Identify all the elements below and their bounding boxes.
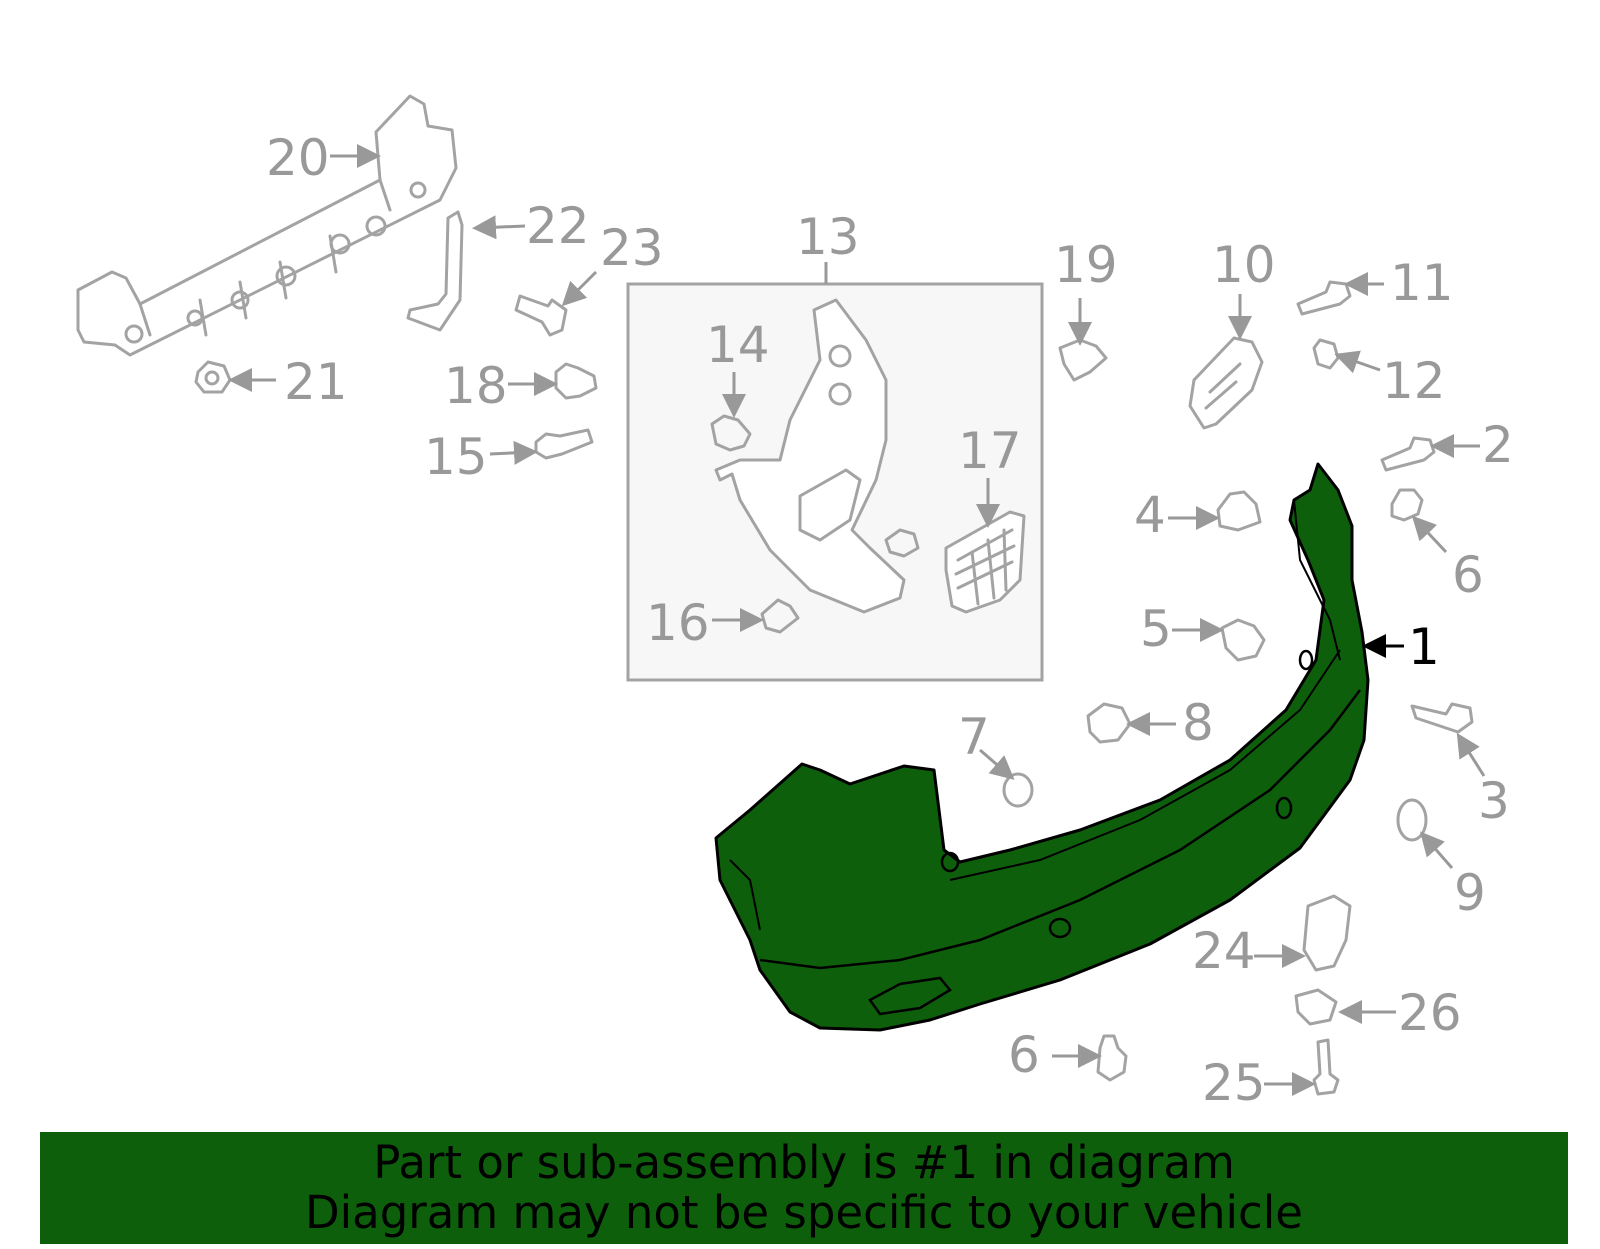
callout-18: 18 (444, 357, 508, 415)
clip-19-part (1058, 338, 1108, 382)
grommet-9-part (1396, 798, 1428, 842)
bolt-23-part (514, 294, 568, 337)
callout-17: 17 (958, 422, 1022, 480)
callout-6-upper: 6 (1452, 546, 1484, 604)
callout-7: 7 (958, 708, 990, 766)
callout-10: 10 (1212, 236, 1276, 294)
disclaimer-banner: Part or sub-assembly is #1 in diagram Di… (40, 1132, 1568, 1244)
bracket-13-part (714, 298, 906, 614)
callout-20: 20 (266, 129, 330, 187)
bracket-10-part (1188, 336, 1264, 430)
callout-19: 19 (1054, 236, 1118, 294)
callout-6-lower: 6 (1008, 1026, 1040, 1084)
bumper-cover-part-1 (714, 462, 1370, 1032)
callout-22: 22 (526, 197, 590, 255)
callout-21: 21 (284, 353, 348, 411)
callout-9: 9 (1454, 864, 1486, 922)
callout-1: 1 (1408, 618, 1440, 676)
nut-21-part (194, 360, 232, 394)
callout-4: 4 (1134, 486, 1166, 544)
clip-4-part (1216, 490, 1262, 532)
grille-17-part (944, 510, 1026, 614)
callout-15: 15 (424, 428, 488, 486)
callout-12: 12 (1382, 352, 1446, 410)
clip-8-part (1086, 702, 1132, 744)
nut-16-part (760, 598, 800, 634)
callout-14: 14 (706, 316, 770, 374)
bolt-3-part (1410, 702, 1474, 734)
bolt-15-part (534, 428, 594, 460)
callout-2: 2 (1482, 416, 1514, 474)
callout-23: 23 (600, 219, 664, 277)
callout-16: 16 (646, 594, 710, 652)
callout-24: 24 (1192, 922, 1256, 980)
callout-13: 13 (796, 208, 860, 266)
nut-26-part (1294, 988, 1338, 1026)
callout-26: 26 (1398, 984, 1462, 1042)
callout-8: 8 (1182, 694, 1214, 752)
reinforcement-beam-part (76, 94, 458, 357)
clip-18-part (554, 362, 598, 400)
bolt-2-part (1380, 436, 1436, 472)
callout-3: 3 (1478, 772, 1510, 830)
nut-inside-box-part (884, 528, 920, 558)
leader-lines (228, 144, 1486, 1096)
banner-line-1: Part or sub-assembly is #1 in diagram (373, 1136, 1235, 1189)
clip-6-upper-part (1390, 488, 1424, 522)
clip-6-lower-part (1096, 1034, 1128, 1082)
callout-labels: 20 22 23 21 18 15 13 14 16 17 19 10 11 1… (266, 129, 1514, 1112)
callout-11: 11 (1390, 254, 1454, 312)
callout-25: 25 (1202, 1054, 1266, 1112)
bolt-11-part (1296, 280, 1352, 316)
nut-12-part (1312, 338, 1340, 370)
callout-5: 5 (1140, 600, 1172, 658)
clip-5-part (1220, 618, 1266, 662)
grommet-7-part (1002, 772, 1034, 808)
banner-line-2: Diagram may not be specific to your vehi… (305, 1186, 1303, 1239)
bracket-24-part (1302, 894, 1352, 972)
screw-25-part (1312, 1038, 1340, 1096)
bracket-22-part (406, 210, 464, 332)
